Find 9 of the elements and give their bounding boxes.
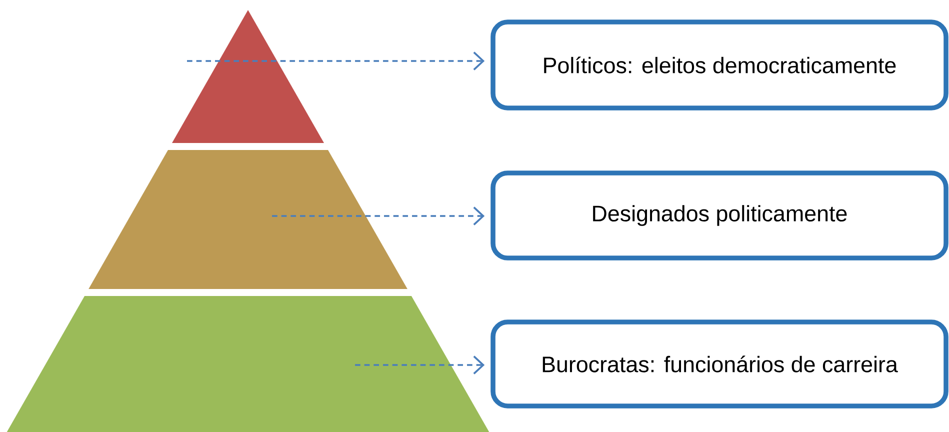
text-box: Designados politicamente: [490, 170, 948, 260]
text-box: Políticos: eleitos democraticamente: [490, 20, 948, 110]
pyramid-layer: [6, 296, 490, 432]
arrow: [272, 206, 485, 226]
text-box: Burocratas: funcionários de carreira: [490, 320, 948, 408]
pyramid-layer: [88, 150, 408, 289]
arrow: [187, 52, 485, 70]
arrow: [355, 356, 485, 374]
pyramid-top-triangle: [172, 10, 324, 143]
